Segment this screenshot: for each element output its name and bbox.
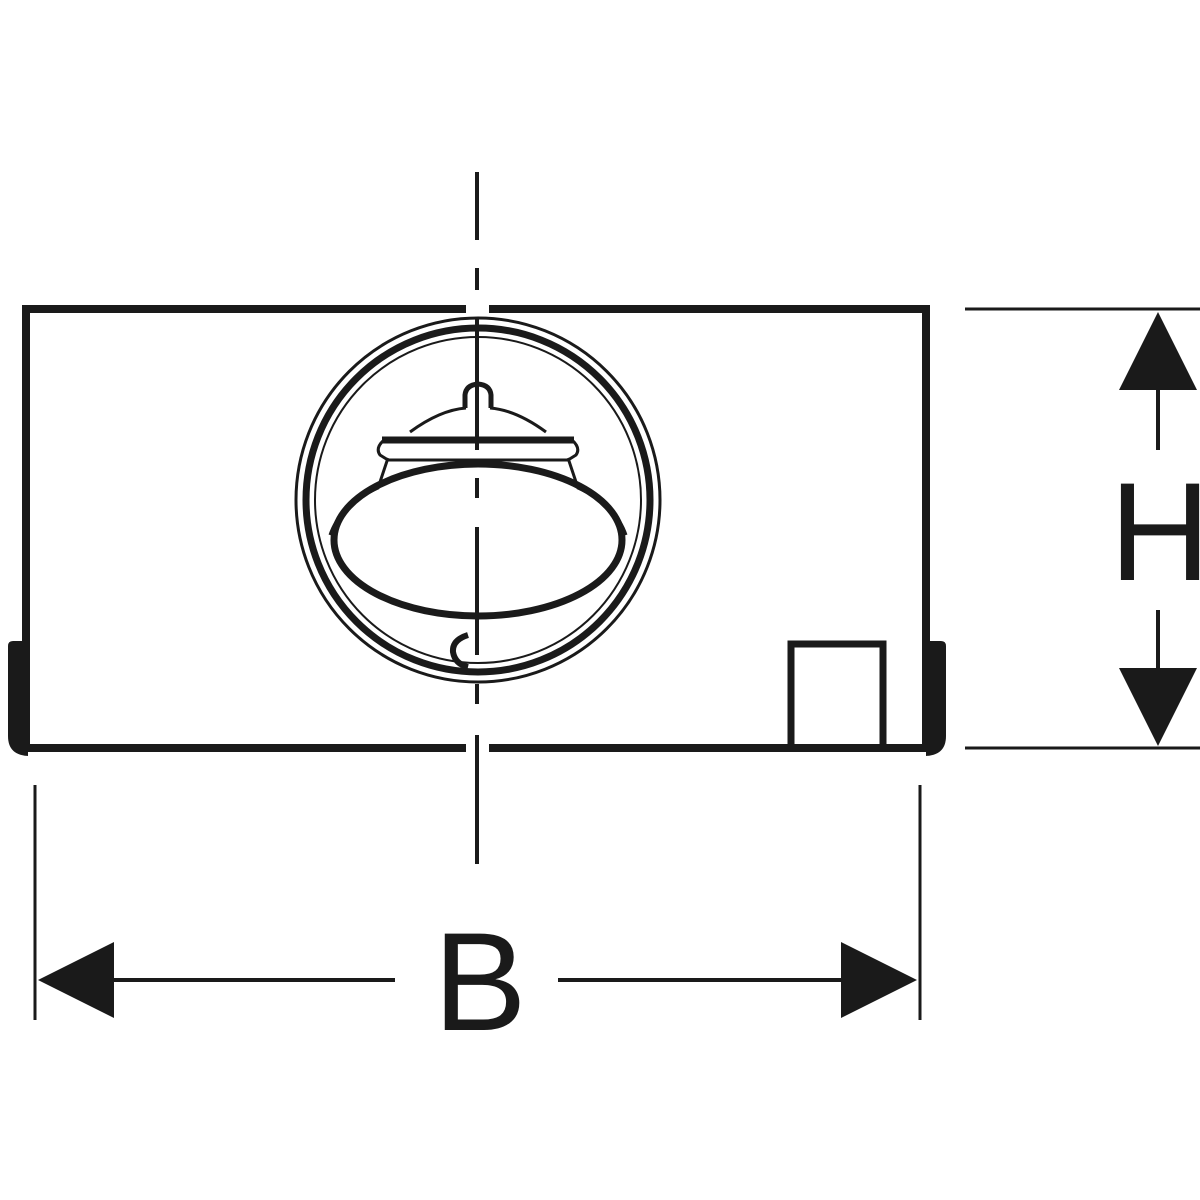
height-label: H bbox=[1109, 453, 1200, 610]
notch bbox=[449, 632, 469, 670]
housing-outline-left bbox=[22, 305, 466, 752]
trap-lid bbox=[376, 438, 580, 462]
trap-body bbox=[328, 457, 628, 536]
service-opening bbox=[787, 640, 887, 752]
left-foot bbox=[8, 641, 30, 756]
arrow-up-icon bbox=[1119, 312, 1197, 390]
housing-outline-right bbox=[489, 305, 930, 752]
right-foot bbox=[924, 641, 946, 756]
width-label: B bbox=[433, 903, 526, 1060]
housing-body bbox=[22, 305, 930, 752]
height-dimension bbox=[965, 307, 1200, 750]
width-dimension bbox=[33, 785, 922, 1020]
arrow-left-icon bbox=[38, 942, 114, 1018]
arrow-right-icon bbox=[841, 942, 917, 1018]
drain-symbol bbox=[294, 316, 662, 684]
feet bbox=[8, 641, 946, 756]
arrow-down-icon bbox=[1119, 668, 1197, 746]
lid-dome bbox=[409, 406, 547, 434]
